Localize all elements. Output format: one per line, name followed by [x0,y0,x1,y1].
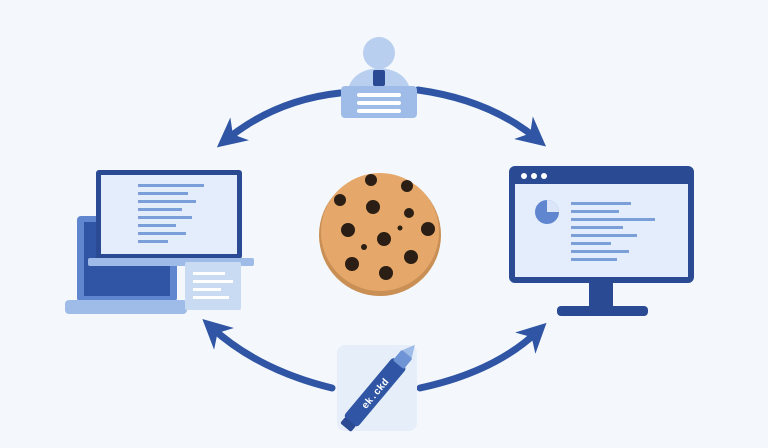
token-pen-icon: ek.ckd [337,344,417,432]
arrow-user-to-server [414,86,547,147]
arrow-token-to-server [416,322,547,392]
user-at-desk-icon [341,37,417,118]
desktop-monitor-icon [509,166,694,316]
cookie-icon [319,173,441,296]
laptop-with-screens-icon [65,170,254,314]
arrow-token-to-client [202,319,336,392]
arrow-user-to-client [216,89,344,148]
